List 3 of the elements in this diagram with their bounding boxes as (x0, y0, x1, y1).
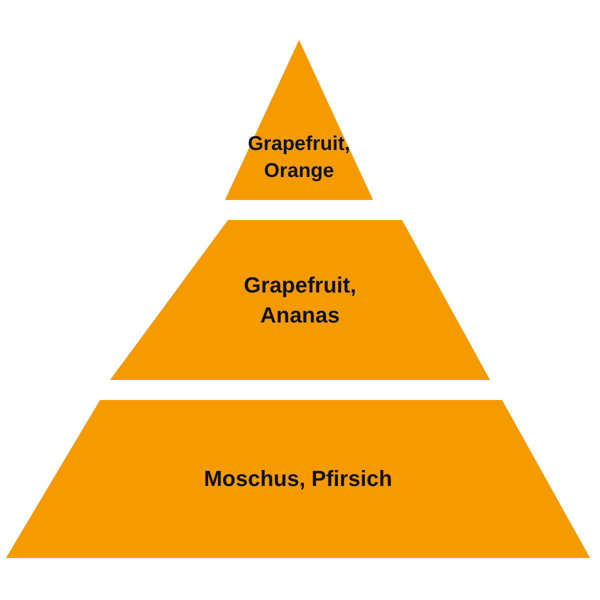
tier-label: Moschus, Pfirsich (204, 465, 392, 494)
tier-label: Grapefruit, Ananas (242, 271, 358, 329)
tier-label: Grapefruit, Orange (248, 132, 350, 184)
